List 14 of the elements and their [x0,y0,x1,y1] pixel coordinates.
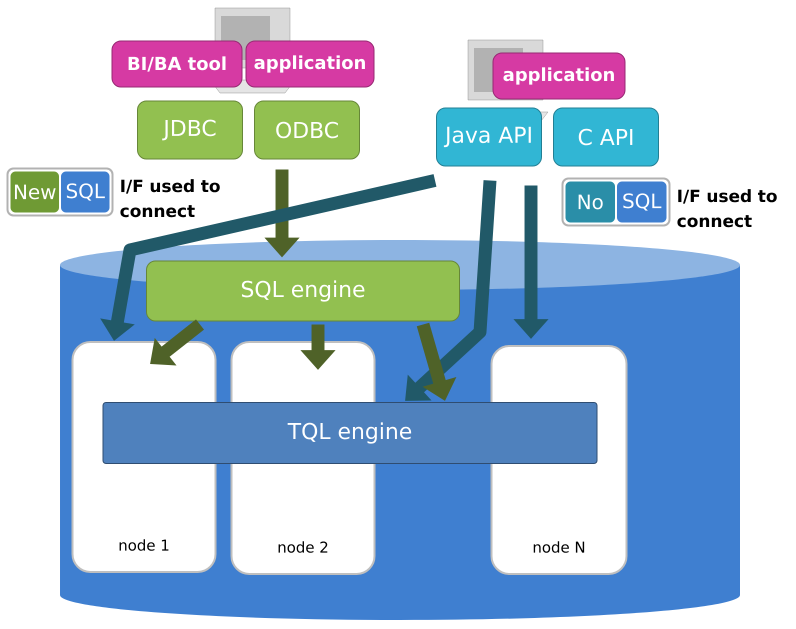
application-box: application [246,40,374,88]
engine-box: SQL engine [146,260,460,322]
interface-box: ODBC [254,100,360,160]
tool-box: BI/BA tool [112,40,242,88]
application-box: application [492,52,626,100]
key-badge: New SQL [6,168,114,216]
key-description: I/F used to connect [677,189,777,228]
engine-box: TQL engine [102,402,598,464]
key-description: I/F used to connect [120,179,220,218]
interface-box: C API [553,108,659,166]
key-badge: No SQL [562,178,670,226]
block-arrow [405,180,496,401]
interface-box: Java API [436,108,542,166]
interface-box: JDBC [137,100,243,160]
